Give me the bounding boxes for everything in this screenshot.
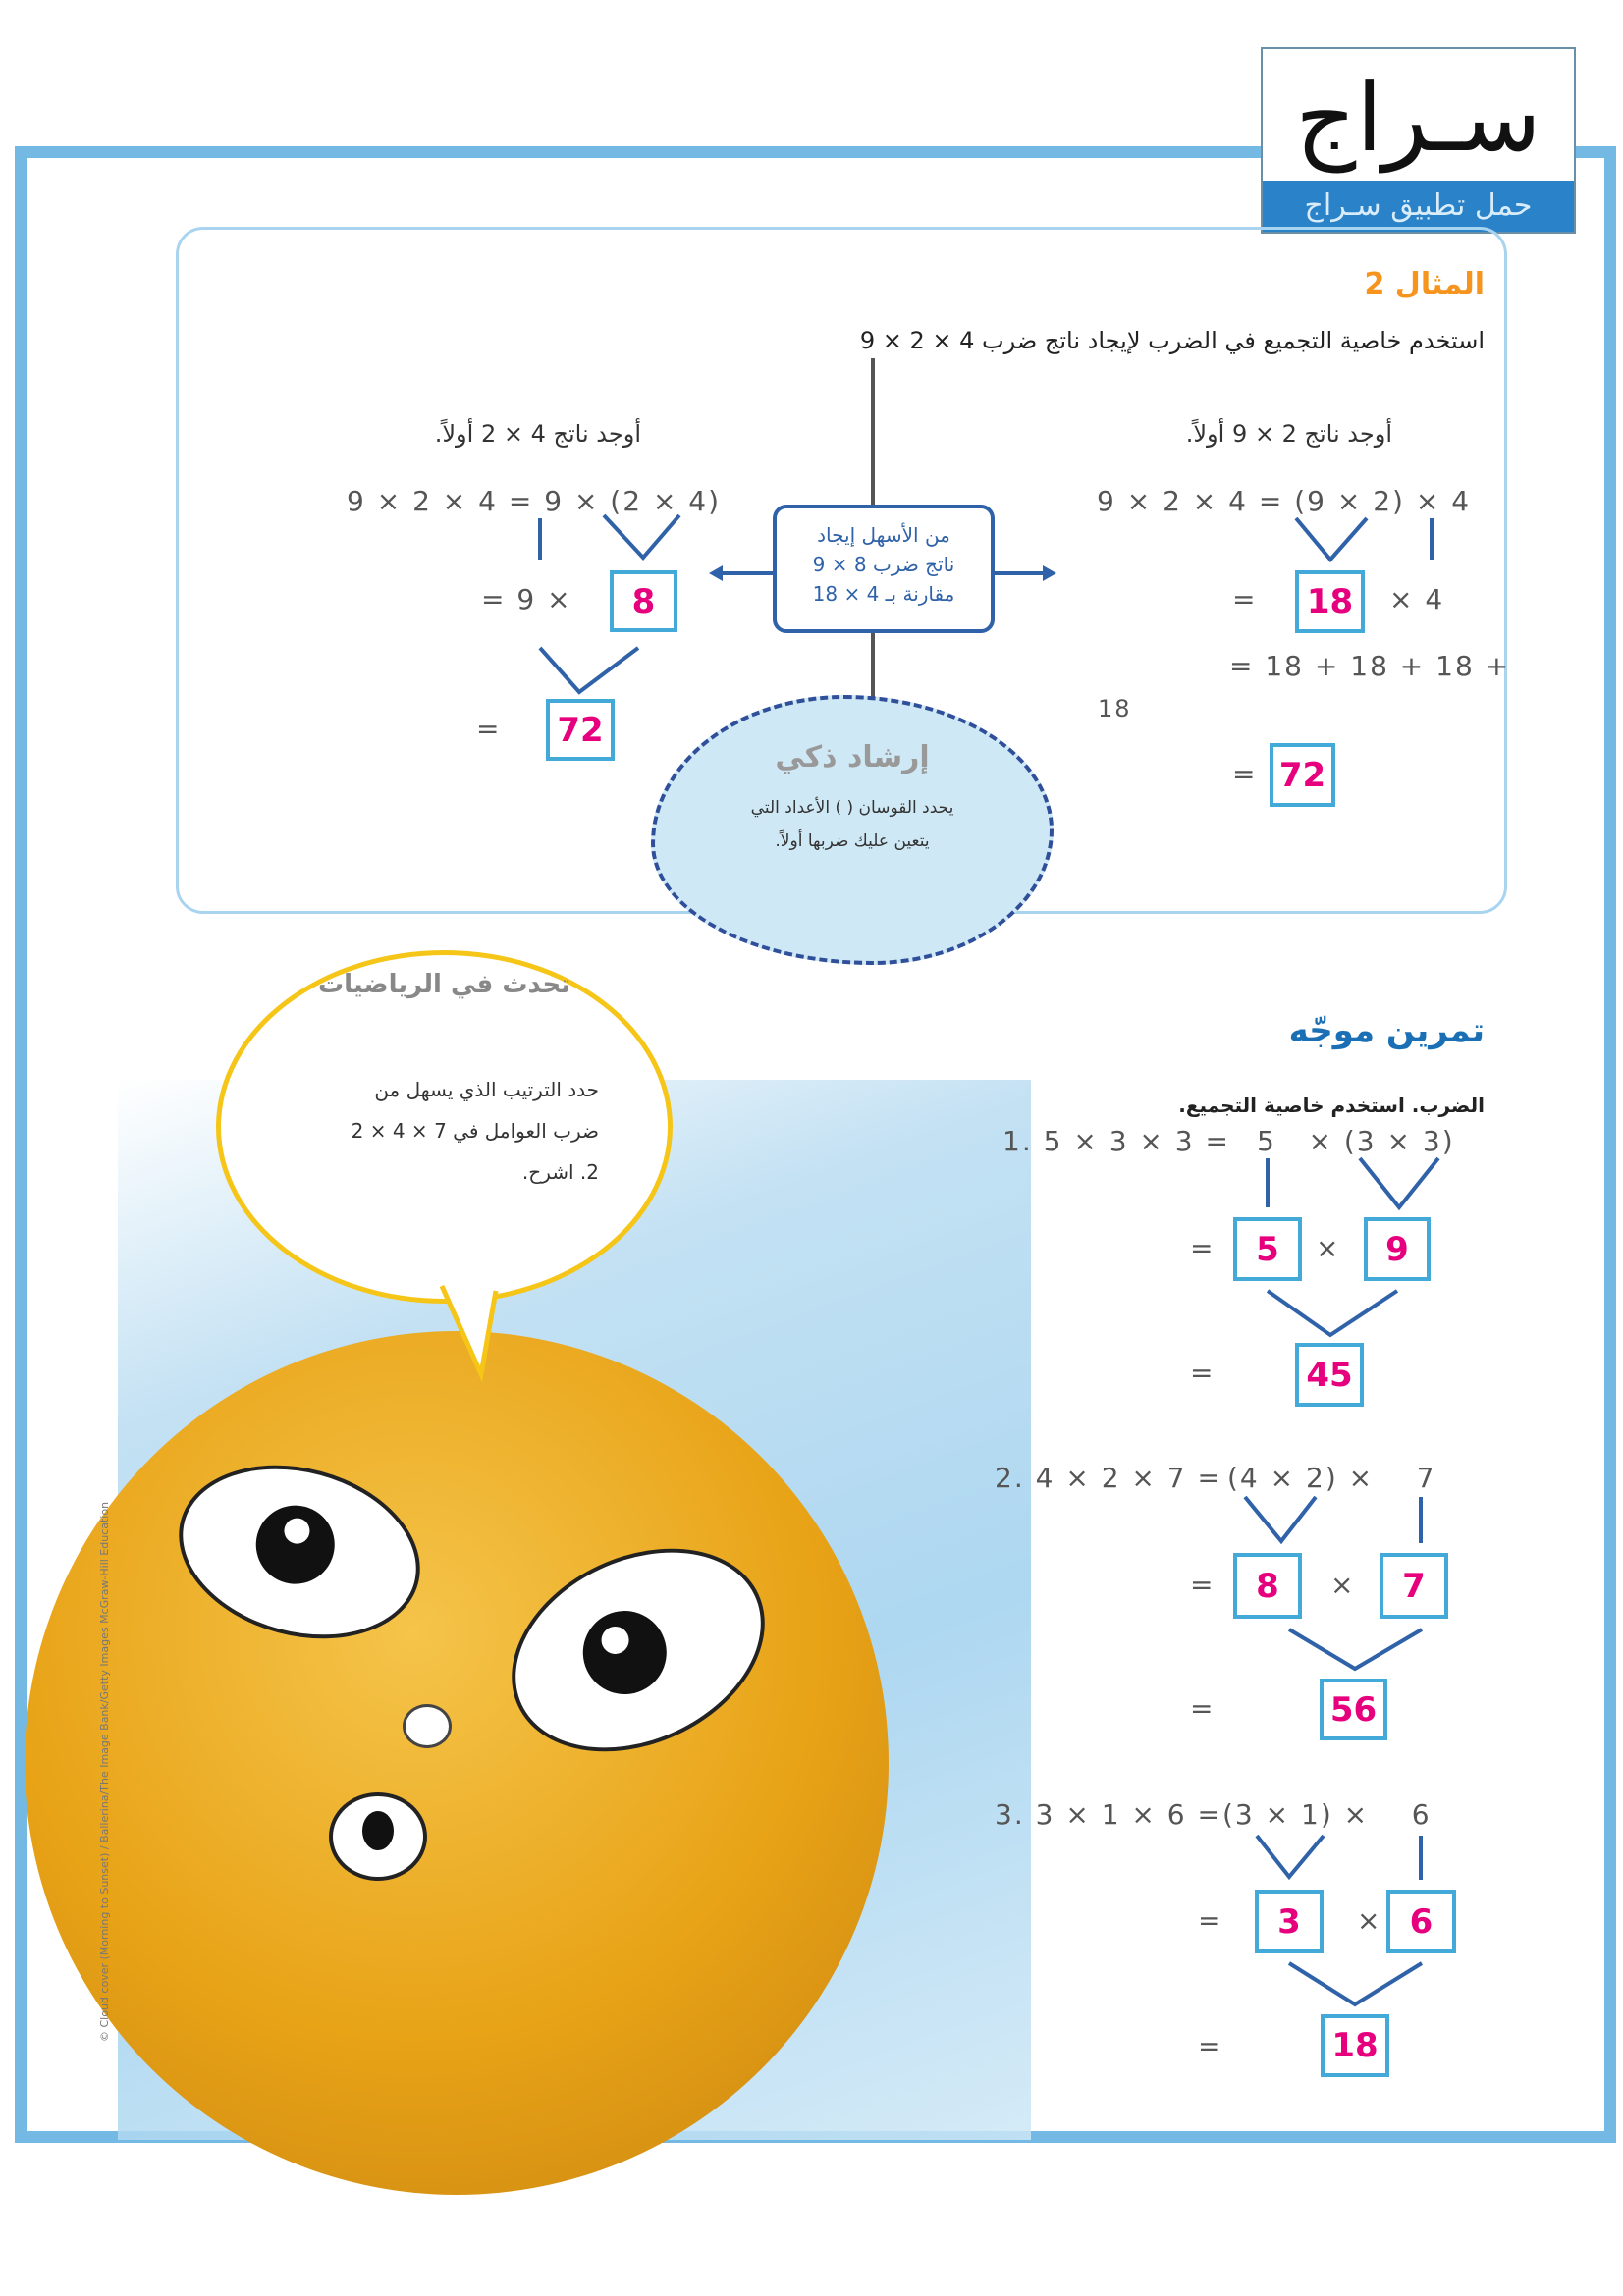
right-sum: = 18 + 18 + 18 + bbox=[1229, 650, 1511, 682]
eye-icon bbox=[478, 1509, 798, 1791]
answer-box: 5 bbox=[1233, 1217, 1302, 1281]
answer-box: 6 bbox=[1386, 1890, 1456, 1953]
talk-line: ضرب العوامل في 7 × 4 × 2 bbox=[351, 1119, 599, 1143]
answer-box: 9 bbox=[1364, 1217, 1431, 1281]
center-note-line: من الأسهل إيجاد bbox=[817, 523, 950, 547]
exercise-1-grouped: 5 × (3 × 3) bbox=[1257, 1125, 1455, 1157]
exercise-2-expression: 2. 4 × 2 × 7 = bbox=[995, 1462, 1222, 1494]
equals-sign: = bbox=[1190, 1692, 1216, 1725]
answer-box: 18 bbox=[1321, 2014, 1389, 2077]
ball-character bbox=[25, 1331, 889, 2195]
answer-box: 7 bbox=[1380, 1553, 1448, 1619]
answer-box: 56 bbox=[1320, 1679, 1387, 1740]
answer-box: 45 bbox=[1295, 1343, 1364, 1407]
equals-sign: = bbox=[1190, 1569, 1216, 1601]
talk-line: 2. اشرح. bbox=[521, 1160, 599, 1184]
equals-sign: = bbox=[476, 713, 502, 745]
center-note-line: ناتج ضرب 8 × 9 bbox=[812, 553, 955, 576]
guided-title: تمرين موجّه bbox=[1288, 1011, 1485, 1050]
left-equation: 9 × 2 × 4 = 9 × (2 × 4) bbox=[347, 485, 722, 517]
center-note-line: مقارنة بـ 4 × 18 bbox=[812, 582, 955, 606]
right-sum-tail: 18 bbox=[1098, 695, 1132, 722]
left-step: = 9 × bbox=[481, 583, 572, 615]
hint-title: إرشاد ذكي bbox=[775, 740, 930, 774]
answer-box: 72 bbox=[546, 699, 615, 761]
logo-tagline[interactable]: حمل تطبيق سـراج bbox=[1263, 181, 1574, 232]
equals-sign: = bbox=[1190, 1232, 1216, 1264]
hint-line: يحدد القوسان ( ) الأعداد التي bbox=[750, 798, 954, 818]
copyright-text: © Cloud cover (Morning to Sunset) / Ball… bbox=[98, 1501, 111, 2042]
answer-box: 3 bbox=[1255, 1890, 1324, 1953]
right-times: × 4 bbox=[1389, 583, 1445, 615]
equals-sign: = bbox=[1198, 2030, 1223, 2062]
exercise-1-expression: 1. 5 × 3 × 3 = bbox=[1002, 1125, 1230, 1157]
guided-instruction: الضرب. استخدم خاصية التجميع. bbox=[1178, 1094, 1485, 1117]
right-equation: 9 × 2 × 4 = (9 × 2) × 4 bbox=[1097, 485, 1472, 517]
siraj-logo[interactable]: سـراج حمل تطبيق سـراج bbox=[1261, 47, 1576, 234]
right-heading: أوجد ناتج 2 × 9 أولاً. bbox=[1185, 420, 1392, 448]
equals-sign: = bbox=[1190, 1357, 1216, 1389]
exercise-2-grouped: (4 × 2) × 7 bbox=[1227, 1462, 1436, 1494]
answer-box: 8 bbox=[610, 570, 677, 632]
example-title: المثال 2 bbox=[1364, 267, 1485, 301]
left-heading: أوجد ناتج 4 × 2 أولاً. bbox=[434, 420, 641, 448]
exercise-3-grouped: (3 × 1) × 6 bbox=[1222, 1798, 1432, 1831]
hint-cloud: إرشاد ذكي يحدد القوسان ( ) الأعداد التي … bbox=[651, 695, 1054, 965]
times-sign: × bbox=[1316, 1232, 1341, 1264]
equals-sign: = bbox=[1232, 583, 1258, 615]
answer-box: 72 bbox=[1270, 743, 1335, 807]
mouth-icon bbox=[329, 1792, 427, 1881]
eye-icon bbox=[159, 1439, 440, 1665]
equals-sign: = bbox=[1198, 1904, 1223, 1937]
equals-sign: = bbox=[1232, 758, 1258, 790]
answer-box: 8 bbox=[1233, 1553, 1302, 1619]
bubble-tail bbox=[439, 1284, 499, 1383]
talk-bubble: تحدث في الرياضيات حدد الترتيب الذي يسهل … bbox=[216, 950, 673, 1304]
times-sign: × bbox=[1357, 1904, 1382, 1937]
talk-title: تحدث في الرياضيات bbox=[317, 970, 571, 999]
logo-word: سـراج bbox=[1295, 63, 1542, 173]
talk-line: حدد الترتيب الذي يسهل من bbox=[374, 1078, 599, 1101]
center-note-box: من الأسهل إيجاد ناتج ضرب 8 × 9 مقارنة بـ… bbox=[773, 505, 995, 633]
times-sign: × bbox=[1330, 1569, 1356, 1601]
nose-icon bbox=[403, 1704, 452, 1748]
exercise-3-expression: 3. 3 × 1 × 6 = bbox=[995, 1798, 1222, 1831]
answer-box: 18 bbox=[1295, 570, 1365, 633]
example-instruction: استخدم خاصية التجميع في الضرب لإيجاد نات… bbox=[859, 327, 1485, 354]
hint-line: يتعين عليك ضربها أولاً. bbox=[775, 831, 930, 851]
